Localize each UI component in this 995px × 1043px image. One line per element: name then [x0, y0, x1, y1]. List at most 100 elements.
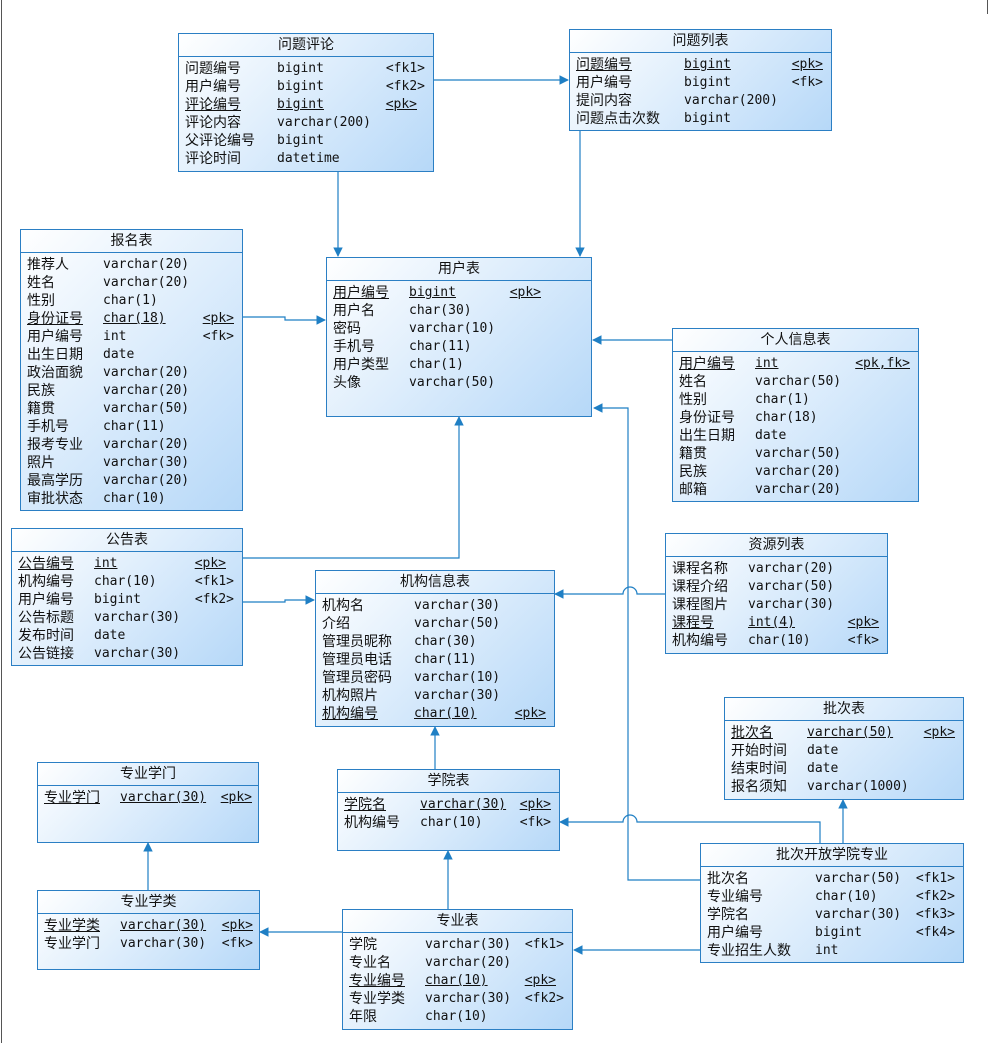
attribute-name: 开始时间 — [731, 743, 787, 759]
entity-title: 个人信息表 — [673, 329, 918, 352]
attribute-type: varchar(20) — [103, 257, 190, 272]
attribute-key: <fk1> — [524, 937, 564, 952]
attribute-name: 用户类型 — [333, 357, 389, 373]
entity-zhuanye-xuemen[interactable]: 专业学门 专业学门 varchar(30) <pk> — [37, 762, 259, 843]
entity-title: 学院表 — [338, 770, 559, 793]
attribute-type: varchar(30) — [103, 455, 190, 470]
attribute-name: 手机号 — [333, 339, 375, 355]
attribute-type: varchar(30) — [120, 918, 207, 933]
attribute-type: varchar(50) — [414, 616, 501, 631]
attribute-type: datetime — [277, 151, 340, 166]
attribute-name: 专业名 — [349, 955, 391, 971]
attribute-key: <fk2> — [194, 592, 234, 607]
attribute-key: <pk> — [220, 790, 252, 805]
attribute-name: 问题点击次数 — [576, 111, 660, 127]
attribute-row: 照片 varchar(30) — [21, 454, 242, 472]
attribute-type: varchar(50) — [409, 375, 496, 390]
attribute-type: char(10) — [420, 815, 483, 830]
attribute-type: varchar(30) — [94, 610, 181, 625]
attribute-name: 性别 — [679, 392, 707, 408]
attribute-type: date — [755, 428, 787, 443]
attribute-name: 用户编号 — [679, 356, 735, 372]
entity-title: 批次开放学院专业 — [701, 844, 963, 867]
attribute-name: 姓名 — [27, 275, 55, 291]
attribute-name: 用户名 — [333, 303, 375, 319]
attribute-type: bigint — [684, 75, 731, 90]
link-resource-to-org — [554, 586, 665, 599]
attribute-row: 用户类型 char(1) — [327, 356, 591, 374]
attribute-type: bigint — [277, 133, 324, 148]
attribute-type: char(10) — [103, 491, 166, 506]
attribute-type: char(1) — [409, 357, 464, 372]
attribute-type: bigint — [277, 61, 324, 76]
attribute-key: <fk> — [847, 633, 879, 648]
attribute-name: 用户编号 — [707, 925, 763, 941]
attribute-name: 发布时间 — [18, 628, 74, 644]
attribute-type: varchar(30) — [420, 797, 507, 812]
attribute-key: <pk> — [509, 285, 541, 300]
attribute-type: varchar(20) — [103, 383, 190, 398]
attribute-name: 照片 — [27, 455, 55, 471]
attribute-name: 机构编号 — [322, 706, 378, 722]
link-signup-to-user — [243, 315, 326, 325]
attribute-name: 头像 — [333, 375, 361, 391]
attribute-type: bigint — [94, 592, 141, 607]
attribute-type: varchar(50) — [755, 374, 842, 389]
attribute-name: 专业学类 — [349, 991, 405, 1007]
attribute-name: 机构编号 — [18, 574, 74, 590]
attribute-key: <pk> — [524, 973, 556, 988]
attribute-key: <fk1> — [915, 871, 955, 886]
attribute-key: <fk4> — [915, 925, 955, 940]
attribute-type: int — [103, 329, 127, 344]
attribute-type: varchar(30) — [414, 688, 501, 703]
attribute-list: 专业学门 varchar(30) <pk> — [38, 786, 258, 807]
attribute-name: 专业学门 — [44, 790, 100, 806]
attribute-name: 籍贯 — [679, 446, 707, 462]
attribute-type: varchar(30) — [120, 790, 207, 805]
attribute-type: varchar(20) — [755, 464, 842, 479]
attribute-name: 问题编号 — [576, 57, 632, 73]
attribute-name: 问题编号 — [185, 61, 241, 77]
attribute-key: <fk3> — [915, 907, 955, 922]
link-notice-to-org — [243, 595, 315, 605]
attribute-name: 机构名 — [322, 598, 364, 614]
attribute-name: 用户编号 — [333, 285, 389, 301]
attribute-type: varchar(200) — [277, 115, 371, 130]
